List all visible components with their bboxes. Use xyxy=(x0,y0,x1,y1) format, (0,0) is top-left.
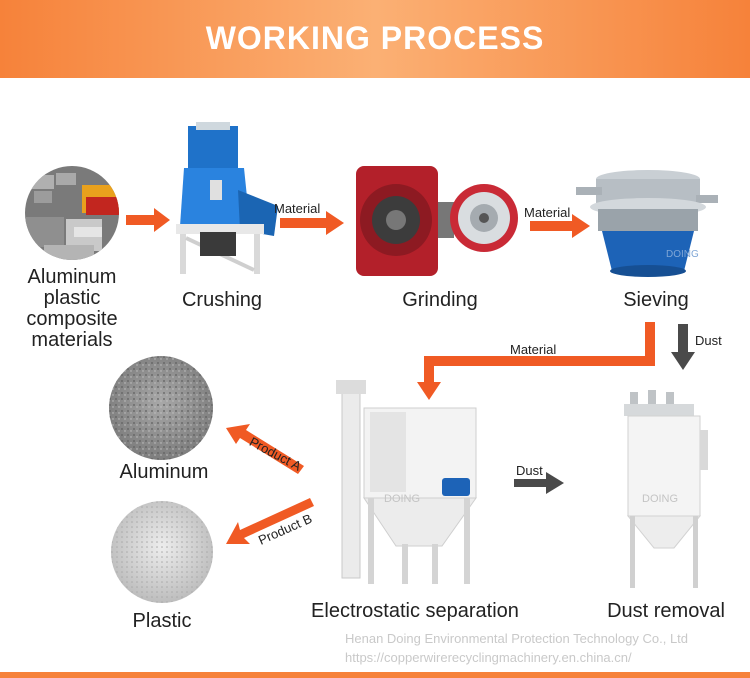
sieving-label: Sieving xyxy=(623,289,689,311)
arrow-grinder-to-sieve xyxy=(530,214,590,238)
dust-brand-text: DOING xyxy=(642,493,678,505)
arrow-raw-to-crusher xyxy=(126,208,170,232)
arrow-product-a xyxy=(226,424,304,474)
aluminum-label: Aluminum xyxy=(119,461,209,483)
grinder-image xyxy=(356,166,518,276)
separator-brand-text: DOING xyxy=(384,493,420,505)
watermark-company: Henan Doing Environmental Protection Tec… xyxy=(345,631,689,646)
electrostatic-separator-image: DOING xyxy=(336,380,477,584)
dust-removal-label: Dust removal xyxy=(607,600,725,622)
arrow-separator-dust xyxy=(514,472,564,494)
header-banner: WORKING PROCESS xyxy=(0,0,750,78)
arrow-sieve-to-separator xyxy=(417,322,655,400)
flow-material-1-label: Material xyxy=(274,201,321,216)
raw-material-image xyxy=(25,166,119,260)
crusher-image xyxy=(176,122,278,274)
sieve-brand-text: DOING xyxy=(666,249,699,260)
aluminum-product-image xyxy=(109,356,213,460)
raw-material-label: Aluminum plastic composite materials xyxy=(26,266,118,351)
page-title: WORKING PROCESS xyxy=(205,20,545,56)
plastic-label: Plastic xyxy=(132,610,192,632)
watermark-url: https://copperwirerecyclingmachinery.en.… xyxy=(345,650,632,665)
plastic-product-image xyxy=(111,501,213,603)
dust-removal-image: DOING xyxy=(624,390,708,588)
bottom-strip xyxy=(0,672,750,678)
flow-material-3-label: Material xyxy=(510,342,557,357)
arrow-sieve-dust-down xyxy=(671,324,695,370)
arrow-product-b xyxy=(226,498,314,544)
grinding-label: Grinding xyxy=(402,289,478,311)
flow-dust-1-label: Dust xyxy=(695,333,722,348)
electrostatic-label: Electrostatic separation xyxy=(311,600,519,622)
flow-dust-2-label: Dust xyxy=(516,463,543,478)
arrow-crusher-to-grinder xyxy=(280,211,344,235)
sieve-image: DOING xyxy=(576,170,718,277)
crushing-label: Crushing xyxy=(181,289,263,311)
flow-material-2-label: Material xyxy=(524,205,571,220)
